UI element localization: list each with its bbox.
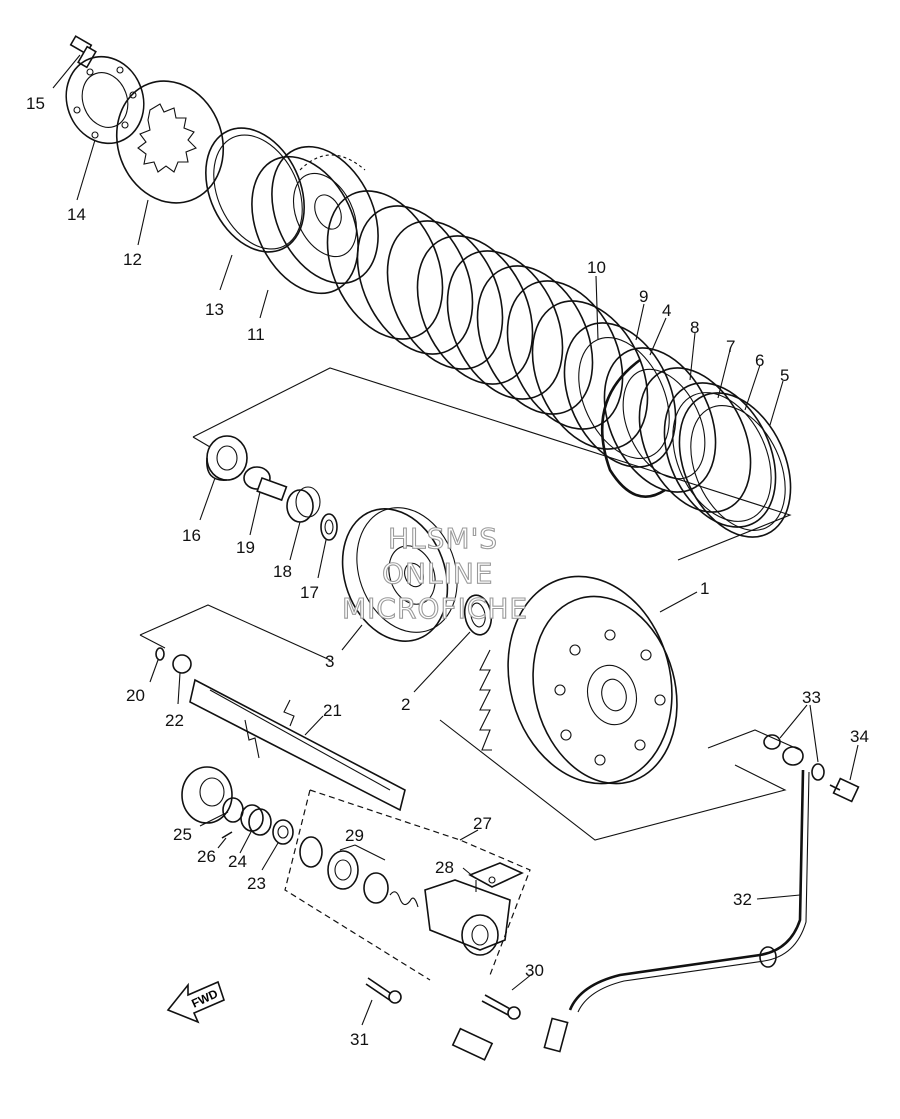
- callout-3: 3: [325, 652, 334, 671]
- clutch-plate-stack: [326, 190, 649, 450]
- part-20-circlip: [155, 647, 165, 661]
- callout-10: 10: [587, 258, 606, 277]
- part-28-bracket: [468, 862, 524, 892]
- callout-24: 24: [228, 852, 247, 871]
- part-8-seat-plate: [603, 347, 717, 493]
- part-4-wire-clip: [600, 358, 666, 498]
- part-33-washers: [763, 734, 825, 781]
- part-17-washer: [320, 513, 338, 541]
- part-34-union-bolt: [829, 777, 860, 803]
- part-19-pushrod-end: [243, 466, 288, 502]
- callout-13: 13: [205, 300, 224, 319]
- callout-15: 15: [26, 94, 45, 113]
- part-3-clutch-boss: [341, 507, 458, 642]
- part-5-plate: [678, 392, 792, 538]
- callout-12: 12: [123, 250, 142, 269]
- callout-29: 29: [345, 826, 364, 845]
- watermark-line-2: ONLINE: [382, 557, 493, 590]
- callouts: 15 14 12 13 11 10 9 4 8 7 6 5 16 19 18 1…: [26, 94, 869, 1049]
- part-23-washer: [272, 819, 294, 845]
- part-1-clutch-housing: [479, 575, 678, 785]
- part-6-spring: [663, 382, 777, 528]
- part-14-plate: [65, 55, 145, 145]
- part-7-spring-plate: [638, 367, 752, 513]
- callout-16: 16: [182, 526, 201, 545]
- callout-5: 5: [780, 366, 789, 385]
- callout-8: 8: [690, 318, 699, 337]
- callout-23: 23: [247, 874, 266, 893]
- callout-32: 32: [733, 890, 752, 909]
- callout-30: 30: [525, 961, 544, 980]
- part-25-oil-seal: [181, 766, 244, 824]
- part-27-group-outline: [284, 789, 531, 981]
- fwd-arrow-icon: FWD: [166, 980, 225, 1024]
- part-32-clutch-hose: [451, 769, 810, 1061]
- callout-20: 20: [126, 686, 145, 705]
- callout-14: 14: [67, 205, 86, 224]
- callout-22: 22: [165, 711, 184, 730]
- callout-31: 31: [350, 1030, 369, 1049]
- watermark-line-3: MICROFICHE: [342, 592, 528, 625]
- callout-28: 28: [435, 858, 454, 877]
- callout-34: 34: [850, 727, 869, 746]
- callout-27: 27: [473, 814, 492, 833]
- callout-33: 33: [802, 688, 821, 707]
- callout-11: 11: [247, 325, 265, 344]
- part-12-gasket: [115, 80, 225, 204]
- callout-4: 4: [662, 301, 671, 320]
- callout-7: 7: [726, 337, 735, 356]
- watermark-line-1: HLSM'S: [388, 522, 498, 555]
- part-16-bearing: [206, 435, 248, 481]
- callout-17: 17: [300, 583, 319, 602]
- part-29-piston-kit: [299, 836, 419, 908]
- callout-21: 21: [323, 701, 342, 720]
- callout-25: 25: [173, 825, 192, 844]
- part-18-bearing: [286, 486, 321, 523]
- callout-9: 9: [639, 287, 648, 306]
- callout-6: 6: [755, 351, 764, 370]
- leader-lines: [52, 54, 859, 1026]
- part-21-push-lever-shaft: [189, 678, 406, 812]
- part-22-ball: [172, 654, 192, 674]
- part-31-bolt: [365, 977, 402, 1004]
- part-2-thrust-washer: [463, 594, 493, 636]
- part-11-pressure-plate: [251, 145, 379, 295]
- assembly-outline-lower: [139, 604, 801, 841]
- part-26-pin: [221, 831, 233, 839]
- part-13-oring: [205, 127, 305, 253]
- part-24-bushing: [240, 804, 272, 836]
- clutch-release-cylinder: [424, 879, 511, 956]
- callout-2: 2: [401, 695, 410, 714]
- callout-26: 26: [197, 847, 216, 866]
- watermark: HLSM'S ONLINE MICROFICHE: [341, 521, 528, 625]
- assembly-outline-upper: [192, 367, 792, 561]
- callout-18: 18: [273, 562, 292, 581]
- part-30-bolt: [481, 994, 521, 1020]
- callout-19: 19: [236, 538, 255, 557]
- callout-1: 1: [700, 579, 709, 598]
